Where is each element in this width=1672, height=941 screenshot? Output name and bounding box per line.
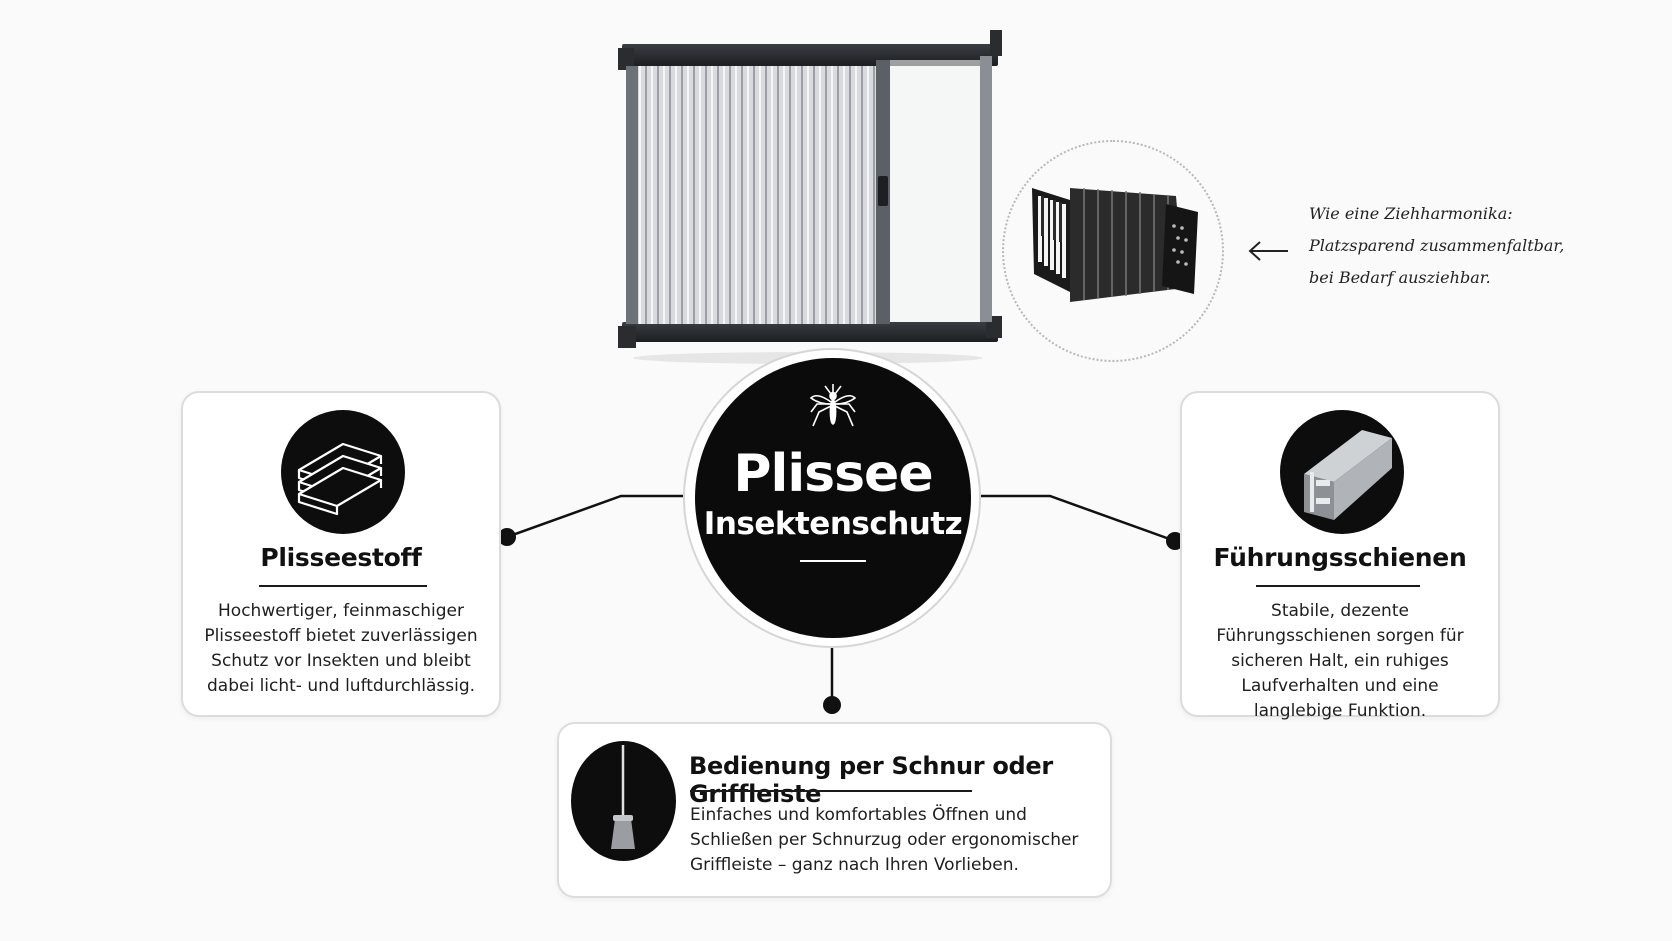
- guide-rail-icon: [1280, 410, 1404, 534]
- card-title: Führungsschienen: [1213, 543, 1467, 572]
- card-title: Bedienung per Schnur oder Griffleiste: [689, 752, 1053, 808]
- feature-card-fuehrungsschienen: Führungsschienen Stabile, dezente Führun…: [1180, 391, 1500, 721]
- card-title-rule: [1256, 585, 1420, 587]
- hub-title: Plissee: [733, 444, 933, 504]
- card-description: Hochwertiger, feinmaschiger Plisseestoff…: [204, 601, 478, 696]
- card-description: Stabile, dezente Führungsschienen sorgen…: [1216, 601, 1464, 721]
- note-line-1: Wie eine Ziehharmonika:: [1309, 204, 1513, 223]
- feature-card-bedienung: Bedienung per Schnur oder Griffleiste Ei…: [557, 722, 1112, 898]
- card-title-rule: [259, 585, 427, 587]
- accordion-icon: [1032, 188, 1198, 302]
- note-line-2: Platzsparend zusammenfaltbar,: [1309, 236, 1565, 255]
- accordion-illustration-frame: [1002, 140, 1224, 362]
- arrow-left-icon: [1248, 241, 1288, 261]
- cord-handle-icon: [571, 741, 676, 861]
- hub-subtitle: Insektenschutz: [703, 506, 963, 542]
- card-title: Plisseestoff: [260, 543, 422, 572]
- hub-divider: [800, 560, 866, 562]
- pleated-fabric-icon: [281, 410, 405, 534]
- feature-card-plisseestoff: Plisseestoff Hochwertiger, feinmaschiger…: [181, 391, 501, 717]
- mosquito-icon: [809, 384, 857, 427]
- card-description: Einfaches und komfortables Öffnen und Sc…: [690, 805, 1079, 875]
- note-line-3: bei Bedarf ausziehbar.: [1309, 268, 1491, 287]
- card-title-rule: [690, 790, 972, 792]
- accordion-note: Wie eine Ziehharmonika: Platzsparend zus…: [1309, 198, 1609, 294]
- plisse-screen-product-image: [618, 30, 1002, 364]
- hub-circle: Plissee Insektenschutz: [695, 358, 971, 638]
